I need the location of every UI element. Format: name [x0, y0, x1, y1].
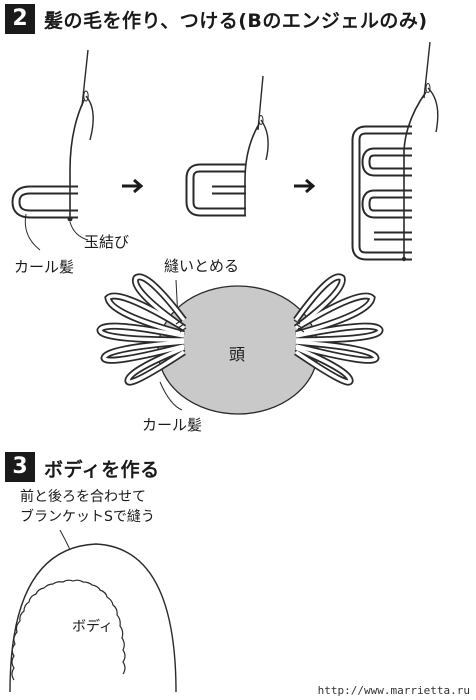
- body-label: ボディ: [72, 619, 114, 635]
- section-2-title: 髪の毛を作り、つける(Bのエンジェルのみ): [44, 10, 428, 32]
- multi-loop-step: [351, 41, 439, 262]
- head-label: 頭: [229, 345, 246, 364]
- instruction-line-1: 前と後ろを合わせて: [20, 489, 146, 505]
- triple-loop-step: [185, 75, 269, 217]
- body-illustration: [9, 529, 177, 693]
- section-3-title: ボディを作る: [44, 459, 160, 481]
- arrow-icon: [294, 178, 316, 194]
- instruction-line-2: ブランケットSで縫う: [20, 509, 155, 525]
- curl-hair-label: カール髪: [14, 258, 75, 276]
- single-loop-step: [11, 49, 94, 222]
- arrow-icon: [122, 178, 144, 194]
- knot-label: 玉結び: [84, 233, 130, 251]
- head-illustration: [96, 273, 384, 415]
- sew-label: 縫いとめる: [164, 257, 240, 275]
- step-number-3: 3: [5, 452, 35, 482]
- hair-making-illustration: [11, 41, 439, 262]
- body-shape: [9, 543, 177, 693]
- curl-hair-bottom-label: カール髪: [142, 416, 203, 434]
- step-number-2: 2: [5, 4, 35, 34]
- watermark: http://www.marrietta.ru: [317, 684, 470, 697]
